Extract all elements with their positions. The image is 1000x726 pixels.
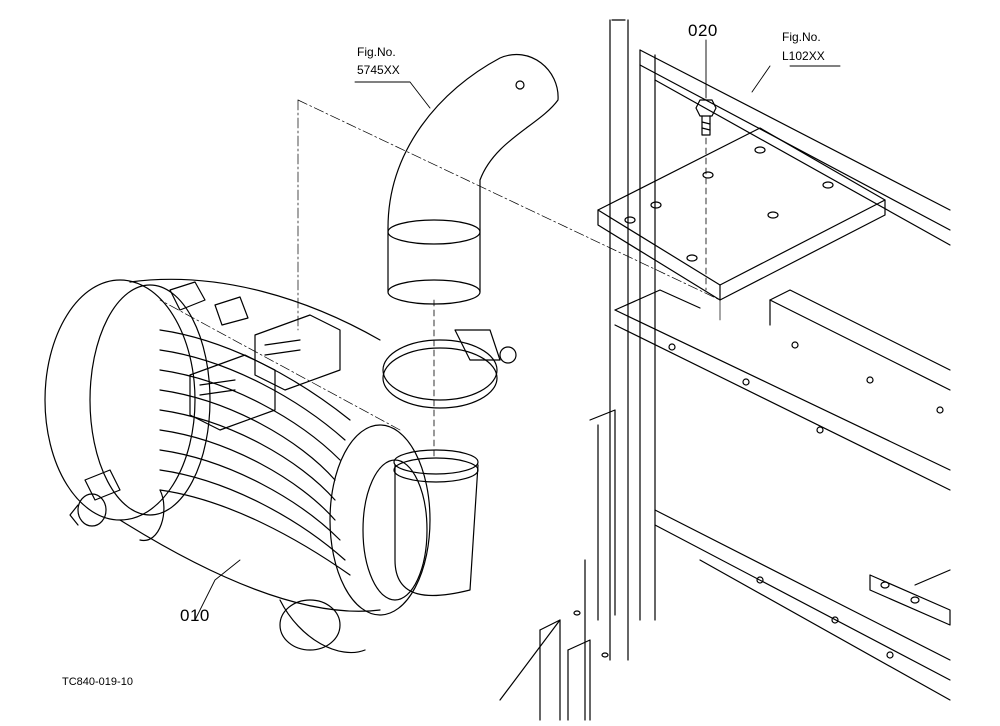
hose-fig-ref-line1: Fig.No. bbox=[357, 45, 396, 59]
intake-hose bbox=[387, 53, 559, 305]
leader-lines bbox=[159, 39, 841, 621]
drawing-code: TC840-019-10 bbox=[62, 676, 133, 688]
hose-fig-ref-line2: 5745XX bbox=[357, 63, 400, 77]
hose-clamp bbox=[382, 299, 517, 461]
bolt-020 bbox=[695, 99, 717, 291]
frame-fig-ref-line1: Fig.No. bbox=[782, 30, 821, 44]
bolt-part-number: 020 bbox=[688, 21, 718, 40]
frame-structure bbox=[499, 19, 951, 721]
frame-fig-ref-line2: L102XX bbox=[782, 49, 825, 63]
air-cleaner-part-number: 010 bbox=[180, 606, 210, 625]
air-cleaner-010 bbox=[44, 278, 479, 654]
